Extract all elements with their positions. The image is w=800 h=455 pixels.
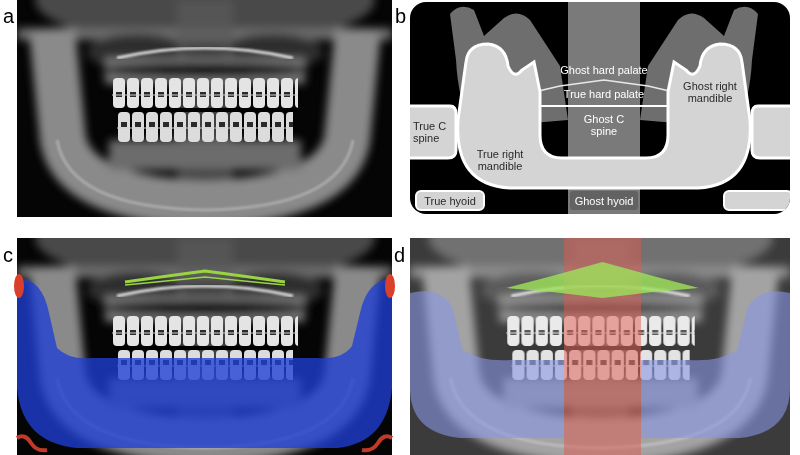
ghost-mandible-mask bbox=[641, 291, 790, 438]
mandible-shape bbox=[458, 44, 751, 188]
palate-mask bbox=[125, 277, 285, 285]
hyoid-shape bbox=[724, 191, 790, 210]
spine-mask bbox=[385, 274, 395, 298]
structure-label: True hard palate bbox=[554, 88, 654, 100]
structure-label: Ghost hard palate bbox=[554, 64, 654, 76]
ghost-overlay-panel bbox=[410, 193, 790, 455]
ghost-hyoid-shape bbox=[570, 191, 638, 210]
segmentation-overlay bbox=[14, 271, 395, 450]
c-spine-shape bbox=[410, 106, 456, 158]
structure-label: Ghost hyoid bbox=[570, 195, 638, 207]
structure-label: True hyoid bbox=[416, 195, 484, 207]
spine-mask bbox=[362, 436, 392, 450]
structure-label: Ghost right mandible bbox=[678, 80, 742, 104]
fade-layer bbox=[410, 238, 790, 455]
c-spine-shape bbox=[752, 106, 790, 158]
structure-label: True right mandible bbox=[468, 148, 532, 172]
panoramic-radiograph bbox=[17, 0, 392, 217]
ghost-mandible-mask bbox=[410, 291, 564, 438]
mandible-mask bbox=[17, 278, 392, 448]
panel-letter: b bbox=[395, 5, 419, 27]
panel-letter: a bbox=[3, 5, 27, 27]
spine-mask bbox=[14, 274, 24, 298]
panel-letter: d bbox=[394, 244, 418, 266]
structure-label: Ghost C spine bbox=[573, 113, 635, 137]
schematic-panel bbox=[406, 0, 800, 216]
panel-letter: c bbox=[3, 244, 27, 266]
panoramic-radiograph bbox=[410, 193, 790, 455]
spine-mask bbox=[17, 436, 47, 450]
panoramic-radiograph bbox=[17, 193, 392, 455]
hyoid-shape bbox=[416, 191, 484, 210]
structure-label: True C spine bbox=[413, 120, 453, 144]
ghost-palate-mask bbox=[506, 262, 699, 298]
true-palate-line bbox=[540, 105, 668, 107]
